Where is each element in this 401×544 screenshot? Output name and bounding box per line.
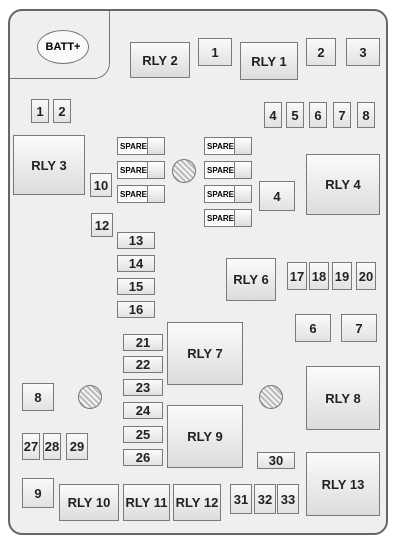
- fuse-17: 17: [287, 262, 307, 290]
- battery-terminal: BATT+: [37, 30, 89, 64]
- fuse-19: 19: [332, 262, 352, 290]
- fuse-2-top: 2: [306, 38, 336, 66]
- fuse-1-top: 1: [198, 38, 232, 66]
- relay-rly-3: RLY 3: [13, 135, 85, 195]
- fuse-3: 3: [346, 38, 380, 66]
- fuse-18: 18: [309, 262, 329, 290]
- spare-fuse-slot: SPARE: [117, 137, 165, 155]
- fuse-6-top: 6: [309, 102, 327, 128]
- fuse-6-mid: 6: [295, 314, 331, 342]
- fuse-33: 33: [277, 484, 299, 514]
- fuse-13: 13: [117, 232, 155, 249]
- fuse-30: 30: [257, 452, 295, 469]
- fuse-28: 28: [43, 433, 61, 460]
- fuse-24: 24: [123, 402, 163, 419]
- fuse-22: 22: [123, 356, 163, 373]
- relay-rly-12: RLY 12: [173, 484, 221, 521]
- spare-fuse-slot: SPARE: [204, 209, 252, 227]
- fuse-31: 31: [230, 484, 252, 514]
- fuse-27: 27: [22, 433, 40, 460]
- relay-rly-2: RLY 2: [130, 42, 190, 78]
- spare-fuse-slot: SPARE: [117, 161, 165, 179]
- mounting-stud-icon: [78, 385, 102, 409]
- fuse-7-top: 7: [333, 102, 351, 128]
- fuse-32: 32: [254, 484, 276, 514]
- fuse-21: 21: [123, 334, 163, 351]
- battery-corner-divider: [10, 11, 110, 79]
- spare-fuse-slot: SPARE: [117, 185, 165, 203]
- fuse-4-top: 4: [264, 102, 282, 128]
- fuse-7-mid: 7: [341, 314, 377, 342]
- relay-rly-8: RLY 8: [306, 366, 380, 430]
- spare-fuse-slot: SPARE: [204, 137, 252, 155]
- fuse-9: 9: [22, 478, 54, 508]
- fuse-2-left: 2: [53, 99, 71, 123]
- fuse-14: 14: [117, 255, 155, 272]
- fuse-16: 16: [117, 301, 155, 318]
- fuse-10: 10: [90, 173, 112, 197]
- relay-rly-11: RLY 11: [123, 484, 170, 521]
- fuse-8-left: 8: [22, 383, 54, 411]
- fuse-5: 5: [286, 102, 304, 128]
- fuse-20: 20: [356, 262, 376, 290]
- fuse-12: 12: [91, 213, 113, 237]
- fuse-23: 23: [123, 379, 163, 396]
- mounting-stud-icon: [172, 159, 196, 183]
- fuse-25: 25: [123, 426, 163, 443]
- relay-rly-7: RLY 7: [167, 322, 243, 385]
- fuse-8-top: 8: [357, 102, 375, 128]
- fuse-1-left: 1: [31, 99, 49, 123]
- spare-fuse-slot: SPARE: [204, 185, 252, 203]
- relay-rly-13: RLY 13: [306, 452, 380, 516]
- spare-fuse-slot: SPARE: [204, 161, 252, 179]
- relay-rly-10: RLY 10: [59, 484, 119, 521]
- fuse-15: 15: [117, 278, 155, 295]
- relay-rly-9: RLY 9: [167, 405, 243, 468]
- fuse-4-mid: 4: [259, 181, 295, 211]
- fuse-29: 29: [66, 433, 88, 460]
- relay-rly-4: RLY 4: [306, 154, 380, 215]
- relay-rly-1: RLY 1: [240, 42, 298, 80]
- fuse-26: 26: [123, 449, 163, 466]
- relay-rly-6: RLY 6: [226, 258, 276, 301]
- mounting-stud-icon: [259, 385, 283, 409]
